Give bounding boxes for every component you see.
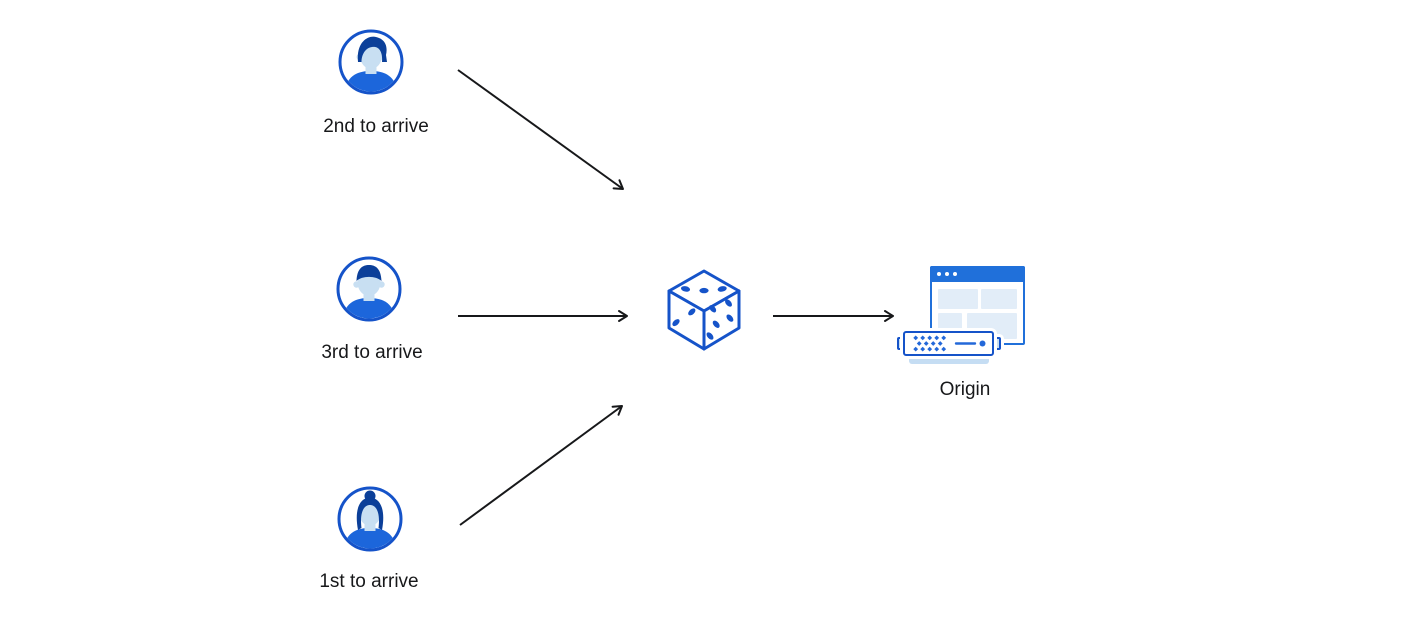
browser-window-icon: [930, 266, 1025, 345]
titlebar-dot-icon: [937, 272, 941, 276]
origin-label: Origin: [939, 379, 991, 400]
user-middle-label: 3rd to arrive: [321, 342, 423, 363]
server-front-details: [913, 335, 986, 352]
user-bottom-label: 1st to arrive: [319, 571, 419, 592]
user-avatar-female-bun-icon: [337, 486, 403, 552]
user-avatar-male-short-hair-icon: [336, 256, 402, 322]
titlebar-dot-icon: [953, 272, 957, 276]
browser-content-panel: [981, 289, 1017, 309]
user-avatar-male-swept-hair-icon: [338, 29, 404, 95]
dice-icon: [667, 269, 741, 351]
browser-titlebar: [930, 266, 1025, 282]
user-top-label: 2nd to arrive: [323, 116, 429, 137]
arrow-user-bottom-to-dice: [459, 405, 623, 526]
arrow-user-top-to-dice: [457, 69, 624, 190]
browser-content-panel: [938, 289, 978, 309]
browser-content-panel: [938, 313, 962, 331]
server-icon: [903, 331, 994, 356]
titlebar-dot-icon: [945, 272, 949, 276]
server-base: [909, 357, 989, 364]
origin-browser-and-server-icon: [894, 264, 1028, 366]
